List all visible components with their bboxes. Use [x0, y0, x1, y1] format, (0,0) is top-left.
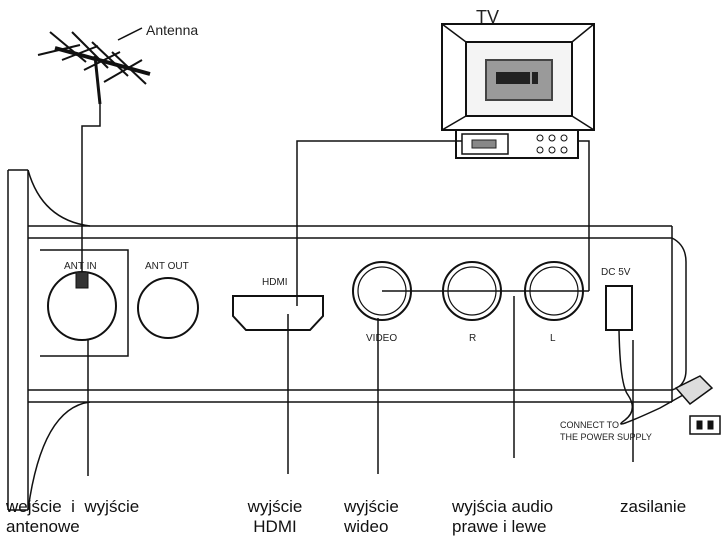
- ant-out-label: ANT OUT: [145, 261, 189, 272]
- caption-video: wyjście wideo: [344, 497, 399, 537]
- power-note-line1: CONNECT TO: [560, 420, 619, 430]
- caption-antenna-io-line1: wejście i wyjście: [6, 497, 140, 516]
- caption-audio-line2: prawe i lewe: [452, 517, 547, 536]
- caption-power-line1: zasilanie: [620, 497, 687, 516]
- dc-label: DC 5V: [601, 267, 631, 278]
- caption-audio: wyjścia audio prawe i lewe: [452, 497, 553, 537]
- caption-power: zasilanie: [620, 497, 686, 517]
- receiver-body: [7, 169, 687, 511]
- tv-icon: [441, 23, 595, 159]
- caption-antenna-io-line2: antenowe: [6, 517, 80, 536]
- hdmi-label: HDMI: [262, 277, 288, 288]
- dc-port: [605, 285, 633, 331]
- av-cable: [382, 140, 590, 292]
- caption-hdmi-line1: wyjście: [247, 497, 303, 516]
- antenna-icon: [37, 27, 151, 275]
- caption-antenna-io: wejście i wyjście antenowe: [6, 497, 139, 537]
- caption-hdmi-line2: HDMI: [253, 517, 297, 536]
- caption-audio-line1: wyjścia audio: [452, 497, 554, 516]
- antenna-plug-icon: [75, 271, 89, 289]
- caption-hdmi: wyjście HDMI: [240, 497, 310, 537]
- caption-video-line1: wyjście: [344, 497, 399, 516]
- leader-lines: [87, 296, 634, 476]
- power-note-line2: THE POWER SUPPLY: [560, 432, 652, 442]
- hdmi-cable: [296, 140, 462, 306]
- ant-out-port: [137, 277, 199, 339]
- hdmi-port: [232, 295, 324, 331]
- ant-in-label: ANT IN: [64, 261, 97, 272]
- audio-r-label: R: [469, 333, 476, 344]
- power-cable: [618, 329, 684, 425]
- antenna-label: Antenna: [146, 22, 198, 38]
- power-adapter-icon: [674, 375, 721, 435]
- tv-label: TV: [476, 7, 499, 27]
- audio-l-label: L: [550, 333, 556, 344]
- video-label: VIDEO: [366, 333, 397, 344]
- caption-video-line2: wideo: [344, 517, 389, 536]
